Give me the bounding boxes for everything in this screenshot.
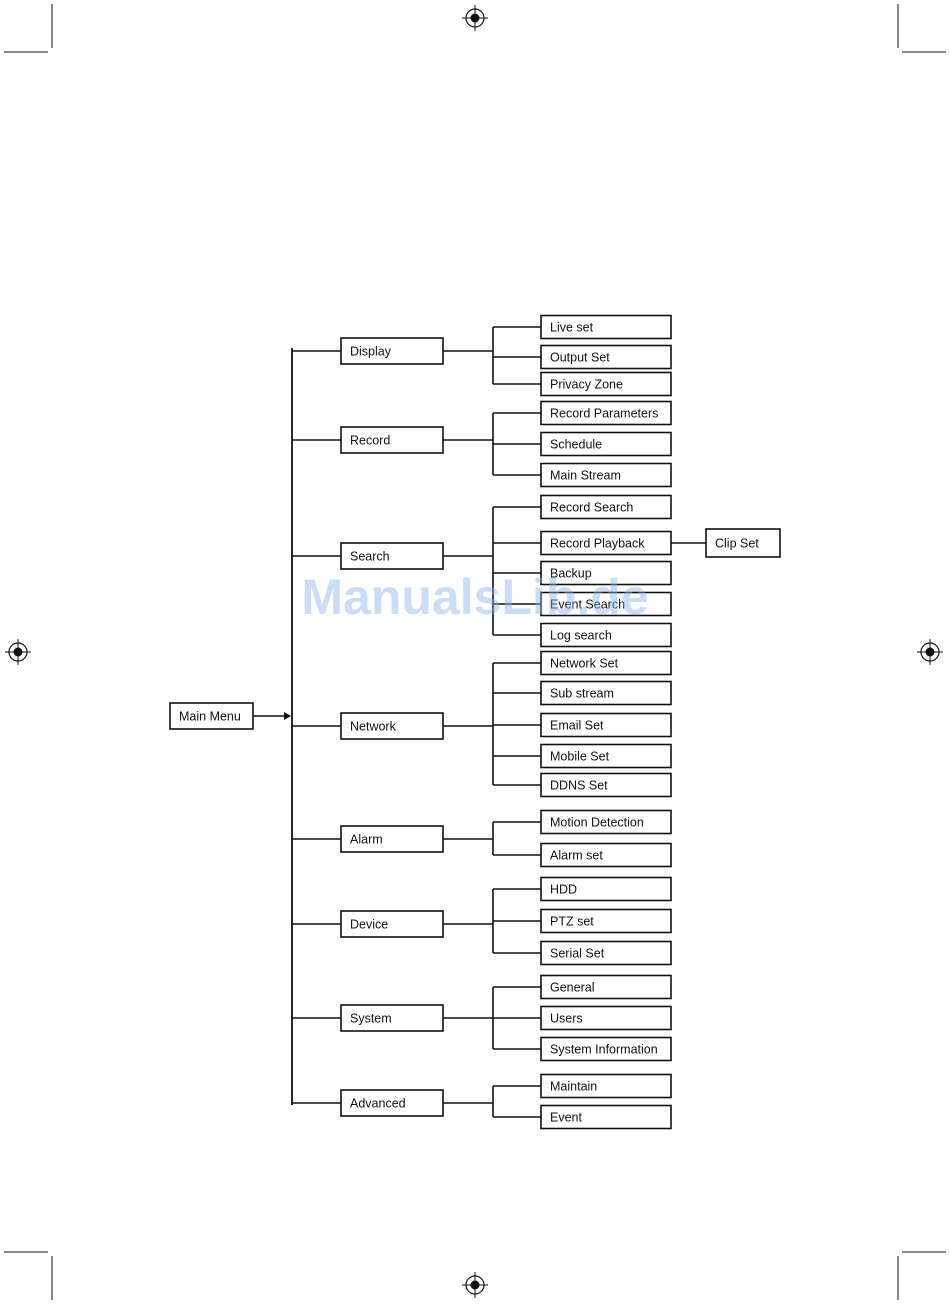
item-motion-detection-label: Motion Detection [550, 816, 644, 830]
item-backup-label: Backup [550, 567, 592, 581]
item-live-set-label: Live set [550, 321, 594, 335]
item-clip-set-label: Clip Set [715, 537, 759, 551]
item-schedule-box [540, 431, 672, 457]
main-menu-box [169, 702, 254, 730]
item-email-set-label: Email Set [550, 719, 604, 733]
item-event-box [540, 1104, 672, 1130]
category-device-box [340, 910, 444, 938]
item-mobile-set-box [540, 743, 672, 769]
item-main-stream-label: Main Stream [550, 469, 621, 483]
item-output-set-box [540, 344, 672, 370]
category-alarm-box [340, 825, 444, 853]
item-motion-detection-box [540, 809, 672, 835]
category-network-box [340, 712, 444, 740]
item-alarm-set-label: Alarm set [550, 849, 603, 863]
item-sub-stream-label: Sub stream [550, 687, 614, 701]
item-record-parameters-label: Record Parameters [550, 407, 658, 421]
category-display-label: Display [350, 345, 392, 359]
category-network-label: Network [350, 720, 397, 734]
item-record-playback-label: Record Playback [550, 537, 645, 551]
item-schedule-label: Schedule [550, 438, 602, 452]
item-privacy-zone-label: Privacy Zone [550, 378, 623, 392]
category-advanced-box [340, 1089, 444, 1117]
item-output-set-label: Output Set [550, 351, 610, 365]
item-event-search-label: Event Search [550, 598, 625, 612]
category-alarm-label: Alarm [350, 833, 383, 847]
item-users-box [540, 1005, 672, 1031]
item-event-search-box [540, 591, 672, 617]
item-alarm-set-box [540, 842, 672, 868]
item-event-label: Event [550, 1111, 582, 1125]
item-email-set-box [540, 712, 672, 738]
item-maintain-box [540, 1073, 672, 1099]
item-serial-set-box [540, 940, 672, 966]
category-record-label: Record [350, 434, 390, 448]
item-sub-stream-box [540, 680, 672, 706]
item-maintain-label: Maintain [550, 1080, 597, 1094]
item-system-information-box [540, 1036, 672, 1062]
item-hdd-label: HDD [550, 883, 577, 897]
category-advanced-label: Advanced [350, 1097, 406, 1111]
item-ptz-set-box [540, 908, 672, 934]
item-serial-set-label: Serial Set [550, 947, 605, 961]
item-record-search-box [540, 494, 672, 520]
item-log-search-box [540, 622, 672, 648]
item-record-search-label: Record Search [550, 501, 633, 515]
item-live-set-box [540, 314, 672, 340]
item-clip-set-box [705, 528, 781, 558]
main-menu-label: Main Menu [179, 710, 241, 724]
item-general-label: General [550, 981, 594, 995]
item-system-information-label: System Information [550, 1043, 658, 1057]
item-privacy-zone-box [540, 371, 672, 397]
item-users-label: Users [550, 1012, 583, 1026]
category-search-box [340, 542, 444, 570]
item-network-set-label: Network Set [550, 657, 619, 671]
arrow-head-icon [284, 712, 291, 720]
category-system-label: System [350, 1012, 392, 1026]
item-ddns-set-box [540, 772, 672, 798]
item-general-box [540, 974, 672, 1000]
item-network-set-box [540, 650, 672, 676]
item-record-parameters-box [540, 400, 672, 426]
item-ddns-set-label: DDNS Set [550, 779, 608, 793]
item-ptz-set-label: PTZ set [550, 915, 594, 929]
category-device-label: Device [350, 918, 388, 932]
item-log-search-label: Log search [550, 629, 612, 643]
item-backup-box [540, 560, 672, 586]
item-main-stream-box [540, 462, 672, 488]
item-hdd-box [540, 876, 672, 902]
category-search-label: Search [350, 550, 390, 564]
item-mobile-set-label: Mobile Set [550, 750, 610, 764]
